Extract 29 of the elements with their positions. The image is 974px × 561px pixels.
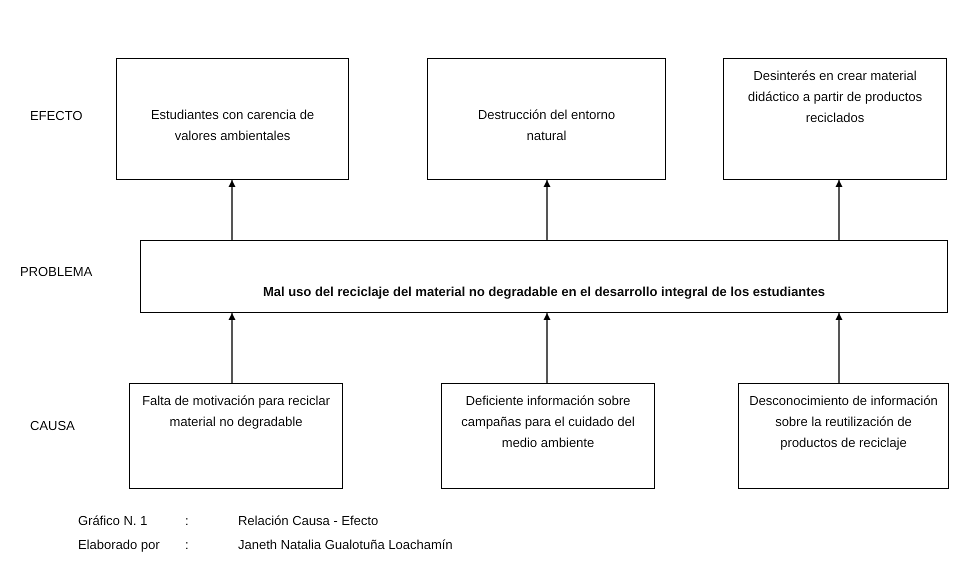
problem-box [140, 240, 948, 313]
arrow [544, 180, 550, 240]
box-text: Desconocimiento de información sobre la reutilización de productos de reciclaje [748, 392, 939, 452]
caption-text: : [185, 513, 189, 528]
arrow [544, 313, 550, 383]
text-box [427, 58, 666, 180]
text-box [723, 58, 947, 180]
box-text: Estudiantes con carencia de valores ambientales [150, 106, 316, 145]
box-text: Desinterés en crear material didáctico a partir de productos reciclados [746, 67, 924, 127]
caption-text: : [185, 537, 189, 552]
text-box [129, 383, 343, 489]
caption-text: Relación Causa - Efecto [238, 513, 378, 528]
caption-text: Elaborado por [78, 537, 160, 552]
row-label: CAUSA [30, 418, 75, 433]
box-text: Mal uso del reciclaje del material no degradable en el desarrollo integral de los estudiantes [262, 283, 826, 301]
box-text: Falta de motivación para reciclar material no degradable [142, 392, 330, 431]
arrow [228, 313, 236, 383]
box-text: Deficiente información sobre campañas para el cuidado del medio ambiente [460, 392, 636, 452]
row-label: PROBLEMA [20, 264, 92, 279]
text-box [738, 383, 949, 489]
caption-text: Janeth Natalia Gualotuña Loachamín [238, 537, 453, 552]
box-text: Destrucción del entorno natural [476, 106, 616, 145]
arrow [228, 180, 236, 240]
caption-text: Gráfico N. 1 [78, 513, 148, 528]
text-box [116, 58, 349, 180]
row-label: EFECTO [30, 108, 82, 123]
arrow [836, 180, 842, 240]
arrow [836, 313, 842, 383]
text-box [441, 383, 655, 489]
